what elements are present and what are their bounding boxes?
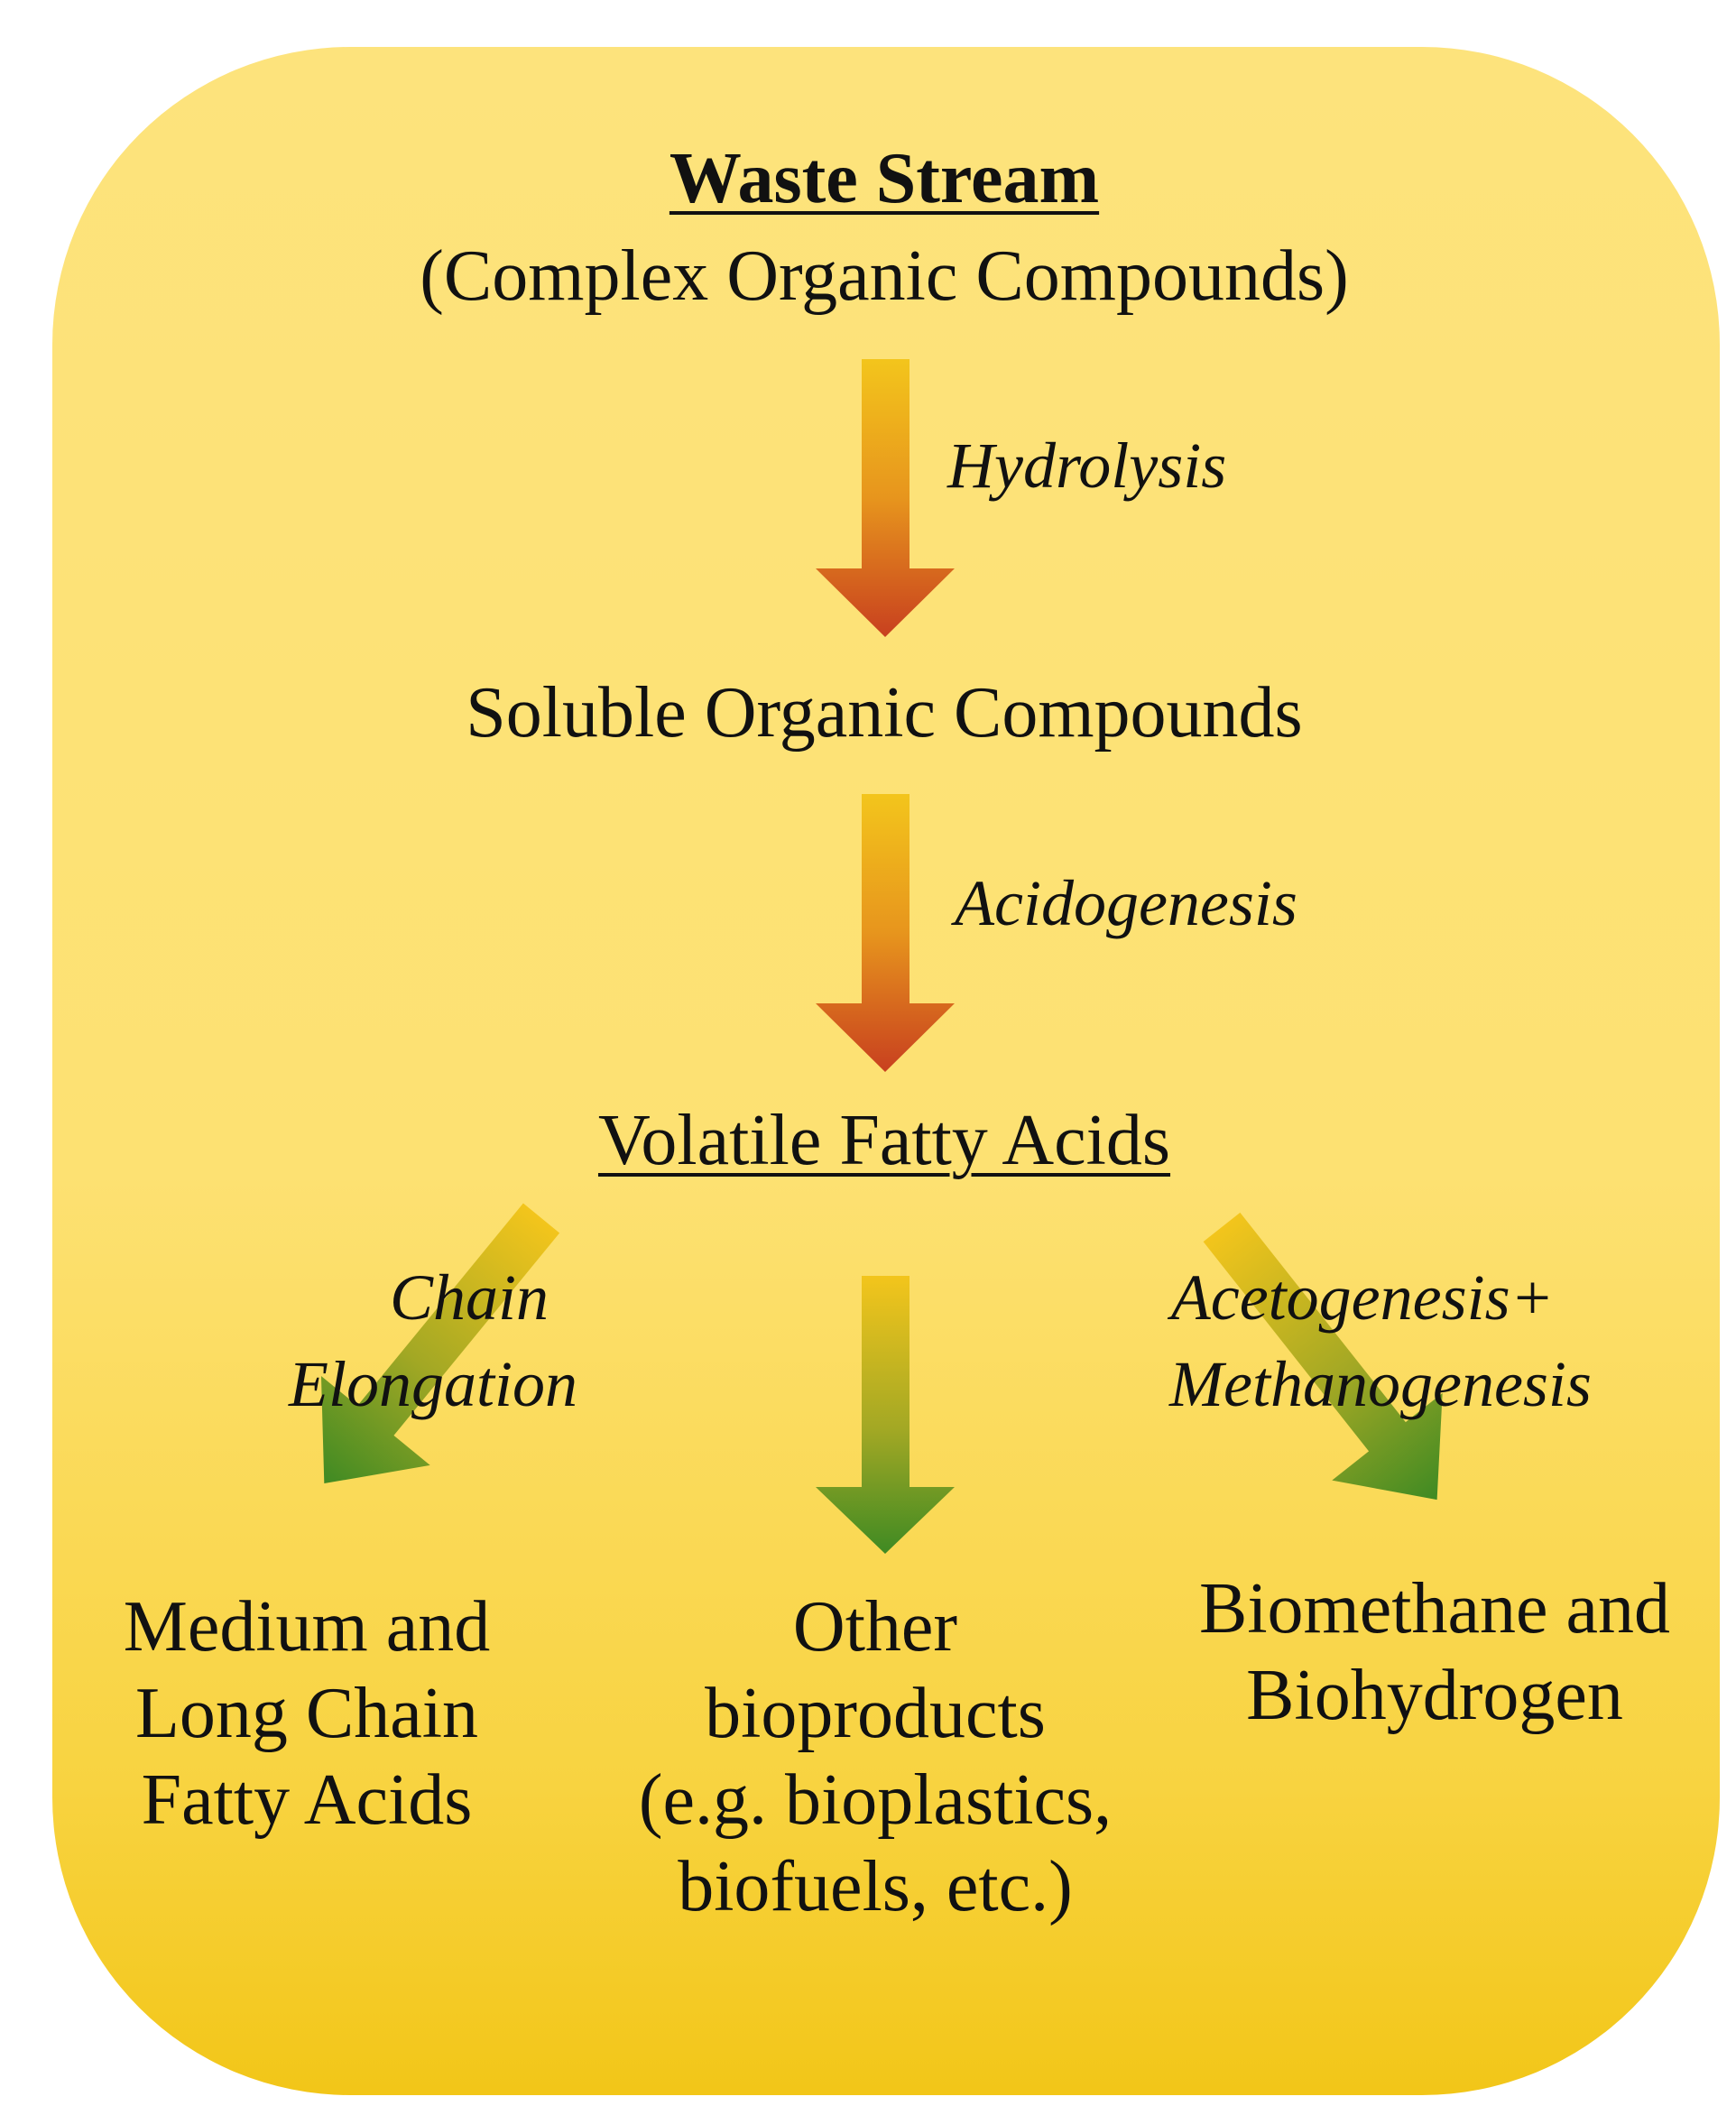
mclcfa-line-3: Fatty Acids: [141, 1760, 473, 1840]
biomethane-biohydrogen: Biomethane and Biohydrogen: [1146, 1565, 1723, 1739]
waste-stream-subtitle: (Complex Organic Compounds): [420, 236, 1349, 316]
volatile-fatty-acids: Volatile Fatty Acids: [597, 1101, 1171, 1180]
chain-elongation-line-2: Elongation: [289, 1348, 577, 1420]
other-bioproducts: Other bioproducts (e.g. bioplastics, bio…: [559, 1584, 1191, 1930]
acidogenesis-arrow: [816, 794, 955, 1072]
other-line-2: bioproducts: [705, 1674, 1046, 1753]
mclcfa-line-1: Medium and: [123, 1587, 491, 1667]
hydrolysis-label: Hydrolysis: [947, 429, 1227, 502]
other-line-1: Other: [792, 1587, 958, 1667]
chain-elongation-line-1: Chain: [389, 1261, 549, 1334]
other-line-4: biofuels, etc.): [678, 1847, 1073, 1926]
mclcfa-line-2: Long Chain: [135, 1674, 478, 1753]
aceto-methano-line-2: Methanogenesis: [1169, 1348, 1592, 1420]
waste-stream-title: Waste Stream: [669, 139, 1100, 218]
other-line-3: (e.g. bioplastics,: [638, 1760, 1113, 1840]
acidogenesis-label: Acidogenesis: [955, 867, 1297, 939]
aceto-methano-arrow: [1203, 1212, 1443, 1501]
biomethane-line-1: Biomethane and: [1198, 1569, 1671, 1649]
aceto-methano-label: Acetogenesis+ Methanogenesis: [1083, 1254, 1678, 1427]
medium-long-chain-fatty-acids: Medium and Long Chain Fatty Acids: [72, 1584, 541, 1843]
biomethane-line-2: Biohydrogen: [1246, 1656, 1623, 1735]
other-bioproducts-arrow: [816, 1276, 955, 1554]
hydrolysis-arrow: [816, 359, 955, 637]
chain-elongation-label: Chain Elongation: [199, 1254, 668, 1427]
soluble-organic-compounds: Soluble Organic Compounds: [466, 673, 1303, 753]
aceto-methano-line-1: Acetogenesis+: [1170, 1261, 1555, 1334]
chain-elongation-arrow: [320, 1203, 560, 1484]
